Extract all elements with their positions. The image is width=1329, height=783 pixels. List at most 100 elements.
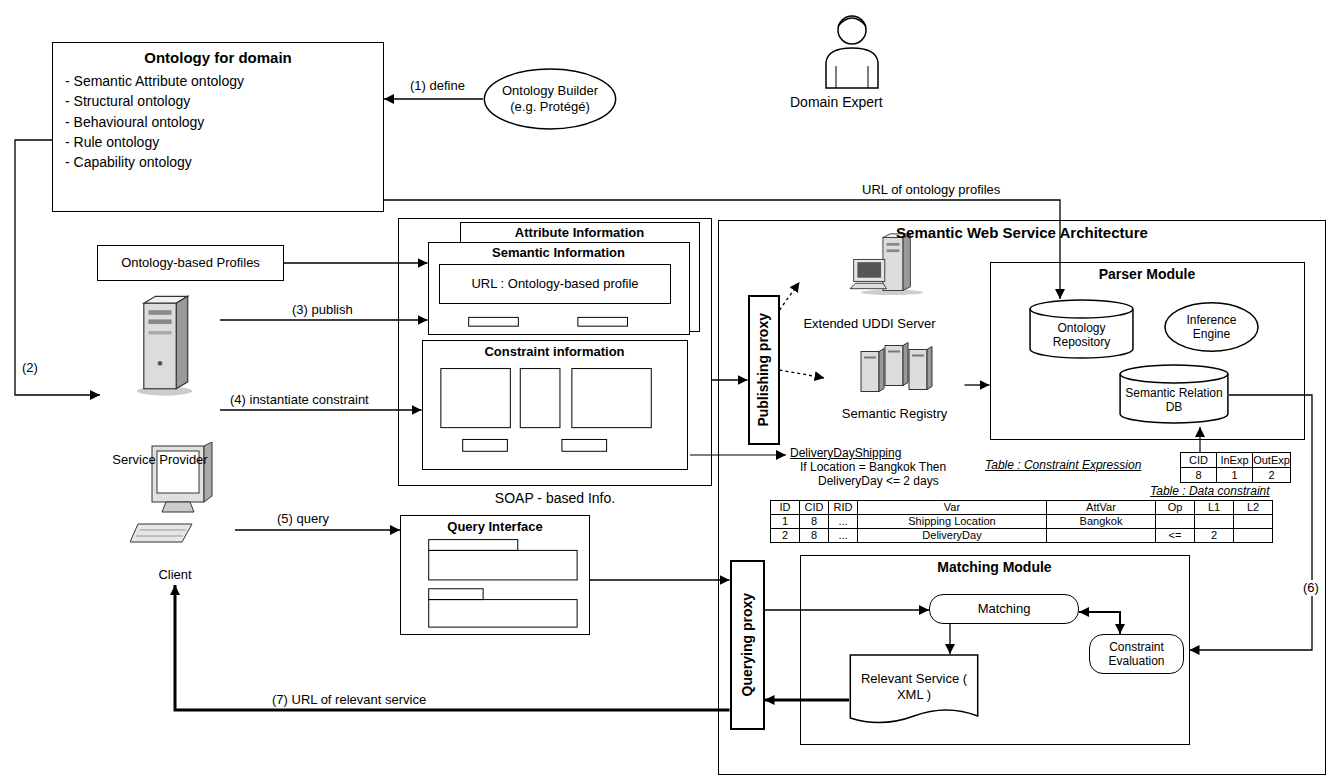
table-text: ... xyxy=(838,515,847,528)
edge-label: (3) publish xyxy=(290,302,355,318)
connector-arrow xyxy=(965,384,990,385)
node-title: URL : Ontology-based profile xyxy=(471,276,638,292)
connector-arrow xyxy=(220,409,422,410)
table-cell: ... xyxy=(828,528,858,543)
node-item: - Behavioural ontology xyxy=(65,112,371,132)
node-shape xyxy=(122,294,198,398)
node-title: Ontology Repository xyxy=(1033,321,1130,350)
edge-label: (1) define xyxy=(408,78,467,94)
node-title: Attribute Information xyxy=(515,225,644,241)
node-title: Ontology Builder (e.g. Protégé) xyxy=(499,83,601,114)
table-cell: L1 xyxy=(1194,500,1234,515)
note-text: Domain Expert xyxy=(790,94,883,111)
node-title: Inference Engine xyxy=(1174,313,1249,342)
note-text: Table : Constraint Expression xyxy=(985,458,1141,472)
node-title: Ontology-based Profiles xyxy=(121,255,260,271)
node-title: Ontology for domain xyxy=(144,49,292,67)
node-item: - Semantic Attribute ontology xyxy=(65,71,371,91)
repository-cylinder: Ontology Repository xyxy=(1029,299,1134,359)
table-text: Shipping Location xyxy=(908,515,995,528)
table-cell: Op xyxy=(1155,500,1195,515)
table-cell: AttVar xyxy=(1046,500,1156,515)
connector-arrow xyxy=(235,529,400,530)
callout-arrow xyxy=(690,454,786,455)
constraint-box: Constraint information xyxy=(422,340,688,470)
table-cell: Shipping Location xyxy=(857,514,1047,529)
table-cell: OutExp xyxy=(1252,452,1291,468)
edge-label: (2) xyxy=(20,360,40,376)
table-text: 2 xyxy=(1268,469,1274,482)
domain-expert-icon xyxy=(826,16,878,88)
node-title: Query Interface xyxy=(447,519,542,535)
table-text: 8 xyxy=(811,515,817,528)
node-title: Publishing proxy xyxy=(755,313,772,427)
edge-label: (6) xyxy=(1301,580,1321,596)
table-cell: 2 xyxy=(1194,528,1234,543)
table-cell: 2 xyxy=(770,528,800,543)
node-title: Parser Module xyxy=(1099,266,1195,283)
node-title: Relevant Service ( XML ) xyxy=(855,671,973,702)
table-text: <= xyxy=(1169,529,1182,542)
table-text: InExp xyxy=(1220,454,1248,467)
node-title: Querying proxy xyxy=(739,593,756,696)
connector-arrow xyxy=(765,609,930,610)
table-text: L2 xyxy=(1247,501,1259,514)
node-title: Semantic Information xyxy=(492,245,625,261)
table-cell: 1 xyxy=(770,514,800,529)
parser-box: Parser ModuleOntology Repository Inferenc… xyxy=(990,262,1305,440)
db-cylinder: Semantic Relation DB xyxy=(1119,364,1229,424)
edge-label: (7) URL of relevant service xyxy=(270,692,428,708)
process-box: Matching xyxy=(929,594,1079,624)
table-cell: DeliveryDay xyxy=(857,528,1047,543)
ontology-box: Ontology for domain - Semantic Attribute … xyxy=(52,42,384,212)
table-cell: Bangkok xyxy=(1046,514,1156,529)
node-title: Semantic Registry xyxy=(842,406,947,422)
edge-label: (5) query xyxy=(275,511,331,527)
node-title: Semantic Relation DB xyxy=(1123,386,1225,415)
node-title: Extended UDDI Server xyxy=(803,316,935,332)
table-text: CID xyxy=(1189,454,1208,467)
profiles-box: Ontology-based Profiles xyxy=(97,245,284,281)
table-cell: InExp xyxy=(1216,452,1253,468)
table-cell: 1 xyxy=(1216,467,1253,483)
connector-arrow xyxy=(1190,395,1313,650)
table-cell: ID xyxy=(770,500,800,515)
table-cell: Var xyxy=(857,500,1047,515)
table-text: 1 xyxy=(1231,469,1237,482)
proxy-box: Querying proxy xyxy=(730,560,765,730)
table-text: AttVar xyxy=(1086,501,1116,514)
table-text: 1 xyxy=(782,515,788,528)
table-text: Bangkok xyxy=(1080,515,1123,528)
node-shape xyxy=(423,341,687,469)
table-cell: RID xyxy=(828,500,858,515)
builder-ellipse: Ontology Builder (e.g. Protégé) xyxy=(483,68,617,130)
table-cell xyxy=(1233,528,1273,543)
connector-arrow xyxy=(1079,612,1120,634)
connector-arrow xyxy=(765,699,850,702)
node-item: - Rule ontology xyxy=(65,132,371,152)
connector-arrow xyxy=(949,624,950,654)
node-title: Semantic Web Service Architecture xyxy=(896,224,1148,242)
table-text: CID xyxy=(805,501,824,514)
edge-label: (4) instantiate constraint xyxy=(228,392,371,408)
table-cell: 8 xyxy=(1180,467,1217,483)
server-icon: Service Provider xyxy=(100,290,220,470)
connector-arrow xyxy=(780,370,825,378)
connector-arrow xyxy=(780,282,800,310)
table-cell: ... xyxy=(828,514,858,529)
table-cell xyxy=(1233,514,1273,529)
table-text: RID xyxy=(834,501,853,514)
soap-box: SOAP - based Info.Attribute InformationS… xyxy=(398,218,712,486)
node-shape xyxy=(840,232,935,296)
table-text: 8 xyxy=(811,529,817,542)
proxy-box: Publishing proxy xyxy=(748,295,780,445)
url-box: URL : Ontology-based profile xyxy=(439,264,671,304)
connector-arrow xyxy=(284,262,428,263)
connector-arrow xyxy=(220,319,428,320)
connector-arrow xyxy=(384,98,483,99)
node-title: Client xyxy=(158,567,191,583)
table-cell xyxy=(1194,514,1234,529)
table-cell: L2 xyxy=(1233,500,1273,515)
connector-arrow xyxy=(590,579,730,580)
table-text: Var xyxy=(944,501,960,514)
